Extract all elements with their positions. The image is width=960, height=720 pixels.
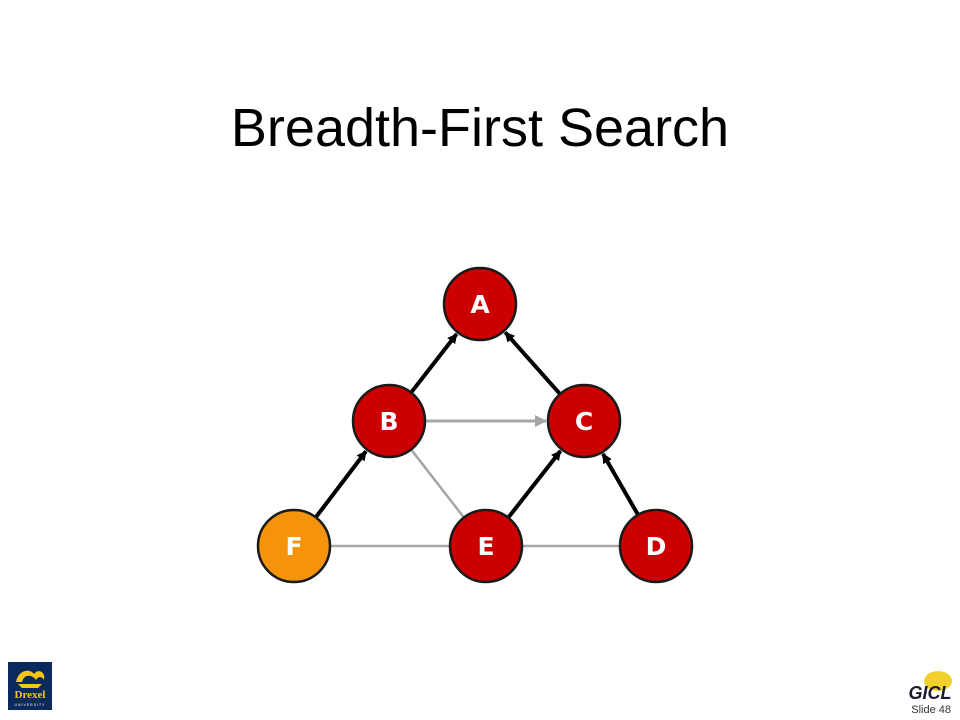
node-circle-e — [448, 508, 524, 584]
node-label-b: B — [379, 407, 398, 436]
edge-b-a — [409, 332, 459, 394]
node-e: E — [448, 508, 524, 584]
svg-text:GICL: GICL — [909, 683, 952, 703]
node-label-a: A — [470, 290, 490, 319]
svg-text:UNIVERSITY: UNIVERSITY — [14, 703, 45, 707]
drexel-university-logo: Drexel UNIVERSITY — [8, 662, 52, 710]
node-circle-d — [618, 508, 694, 584]
node-label-c: C — [575, 407, 593, 436]
node-c: C — [546, 383, 622, 459]
node-layer: A B C D E F — [256, 266, 694, 584]
node-circle-b — [351, 383, 427, 459]
node-label-e: E — [477, 532, 494, 561]
node-circle-a — [442, 266, 518, 342]
node-f: F — [256, 508, 332, 584]
edge-b-e — [410, 448, 465, 519]
node-label-d: D — [646, 532, 667, 561]
edge-d-c — [601, 452, 640, 516]
edge-layer — [314, 331, 640, 548]
slide-number: Slide 48 — [911, 704, 951, 716]
node-circle-f — [256, 508, 332, 584]
edge-f-b — [314, 450, 368, 519]
gicl-logo: GICL — [909, 671, 952, 703]
node-d: D — [618, 508, 694, 584]
edge-c-a — [503, 331, 562, 396]
node-label-f: F — [285, 532, 302, 561]
node-b: B — [351, 383, 427, 459]
edge-e-c — [506, 449, 563, 519]
node-a: A — [442, 266, 518, 342]
svg-text:Drexel: Drexel — [15, 689, 46, 701]
node-circle-c — [546, 383, 622, 459]
slide-title: Breadth-First Search — [230, 98, 730, 158]
